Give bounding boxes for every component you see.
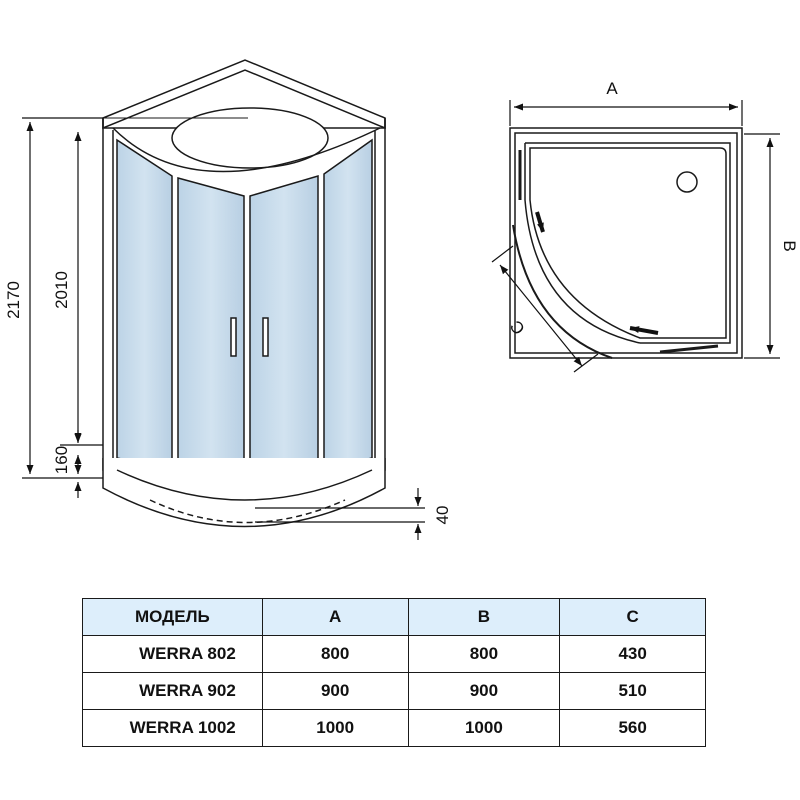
cell-a: 1000: [261, 709, 409, 747]
tray-height-label: 160: [52, 446, 71, 474]
door-handle-left: [230, 317, 237, 357]
table-header-row: МОДЕЛЬ A B C: [82, 598, 706, 636]
plan-view: [509, 127, 743, 359]
technical-drawing: 2170 2010 160 40 A B C: [4, 59, 799, 540]
table-row: WERRA 1002 1000 1000 560: [82, 709, 706, 747]
header-model: МОДЕЛЬ: [82, 598, 263, 636]
tray-depth-label: 40: [433, 506, 452, 525]
cell-model: WERRA 802: [82, 635, 263, 673]
cell-b: 900: [407, 672, 561, 710]
elevation-view: [102, 59, 386, 528]
door-handle-right: [262, 317, 269, 357]
table-row: WERRA 802 800 800 430: [82, 635, 706, 673]
cell-c: 430: [559, 635, 706, 673]
total-height-label: 2170: [4, 281, 23, 319]
shower-tray: [102, 458, 386, 528]
cell-model: WERRA 902: [82, 672, 263, 710]
cell-b: 800: [407, 635, 561, 673]
dimension-a-label: A: [606, 79, 618, 98]
cell-b: 1000: [407, 709, 561, 747]
cell-a: 800: [261, 635, 409, 673]
cell-c: 510: [559, 672, 706, 710]
door-panel-right: [249, 174, 319, 501]
dimension-b-label: B: [780, 240, 799, 251]
header-c: C: [559, 598, 706, 636]
slide-arrow-icons: [535, 211, 659, 335]
drain-icon: [676, 171, 698, 193]
tray-depth-dimension: [255, 488, 425, 540]
header-b: B: [407, 598, 561, 636]
plan-dimensions: [491, 100, 780, 373]
header-a: A: [261, 598, 409, 636]
cell-model: WERRA 1002: [82, 709, 263, 747]
glass-panel-left: [116, 138, 173, 471]
glass-panel-right: [323, 138, 373, 471]
cell-c: 560: [559, 709, 706, 747]
roof-dome: [171, 107, 329, 169]
table-row: WERRA 902 900 900 510: [82, 672, 706, 710]
height-dimensions: [22, 117, 103, 498]
cell-a: 900: [261, 672, 409, 710]
dimensions-table: МОДЕЛЬ A B C WERRA 802 800 800 430 WERRA…: [82, 598, 706, 747]
cabin-height-label: 2010: [52, 271, 71, 309]
